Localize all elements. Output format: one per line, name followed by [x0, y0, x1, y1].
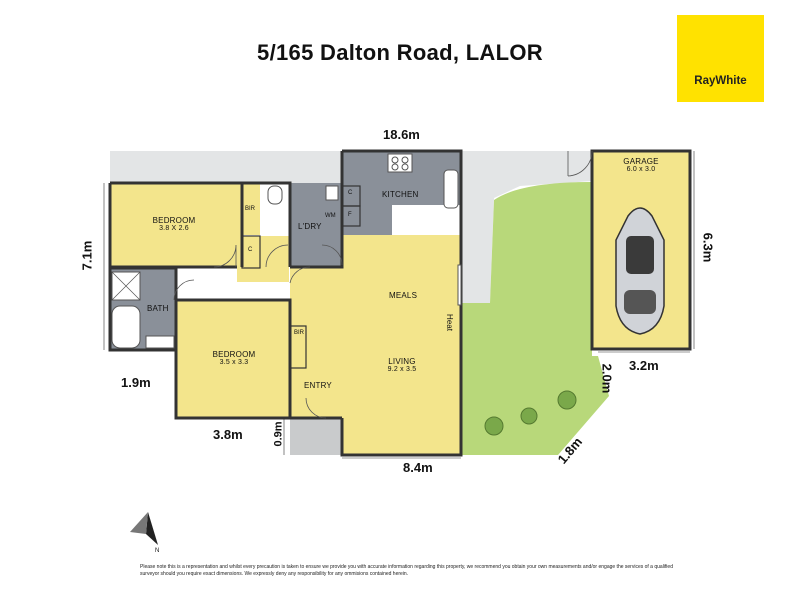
label-wm: WM — [325, 213, 336, 219]
laundry-tub — [325, 185, 339, 201]
compass-icon — [130, 512, 158, 545]
label-heat: Heat — [444, 314, 454, 331]
garage-door-swing — [567, 150, 593, 177]
room-garage-name: GARAGE — [623, 157, 659, 166]
bedroom2-floor — [176, 300, 290, 418]
label-fridge: F — [348, 212, 352, 218]
cooktop — [387, 153, 413, 173]
dimension-left-lower: 1.9m — [121, 375, 151, 390]
yard — [461, 182, 609, 455]
logo-text: RayWhite — [694, 75, 747, 87]
disclaimer: Please note this is a representation and… — [140, 564, 673, 577]
bush-icon — [557, 390, 577, 410]
room-living-name: LIVING — [388, 357, 416, 366]
car-icon — [615, 207, 665, 335]
room-bedroom1-size: 3.8 X 2.6 — [159, 225, 189, 232]
room-entry: ENTRY — [304, 381, 332, 390]
label-cupboard1: C — [248, 247, 253, 253]
label-bir2: BIR — [294, 330, 305, 336]
dimension-garage-width: 3.2m — [629, 358, 659, 373]
dimension-bottom-left: 3.8m — [213, 427, 243, 442]
room-meals: MEALS — [389, 291, 418, 300]
room-living-size: 9.2 x 3.5 — [387, 366, 417, 373]
driveway — [110, 151, 342, 183]
room-laundry: L'DRY — [298, 222, 322, 231]
dimension-yard-side: 2.0m — [599, 363, 615, 394]
room-bedroom1: BEDROOM 3.8 X 2.6 — [130, 216, 218, 232]
room-bedroom2-size: 3.5 x 3.3 — [219, 359, 249, 366]
kitchen-light — [392, 205, 461, 235]
bush-icon — [520, 407, 538, 425]
room-bath: BATH — [147, 304, 169, 313]
cupboard1-floor — [242, 236, 260, 268]
room-garage-size: 6.0 x 3.0 — [626, 166, 656, 173]
room-bedroom2: BEDROOM 3.5 x 3.3 — [190, 350, 278, 366]
dimension-top-width: 18.6m — [383, 127, 420, 142]
compass-label: N — [155, 548, 160, 554]
dimension-garage-height: 6.3m — [700, 232, 716, 263]
room-bedroom1-name: BEDROOM — [152, 216, 196, 225]
toilet — [267, 185, 283, 205]
dimension-bottom-mid: 8.4m — [403, 460, 433, 475]
bath-tub — [111, 305, 141, 349]
label-bir1: BIR — [245, 206, 256, 212]
page-title: 5/165 Dalton Road, LALOR — [257, 40, 543, 65]
bush-icon — [484, 416, 504, 436]
room-kitchen: KITCHEN — [382, 190, 419, 199]
living-floor — [290, 235, 461, 455]
dimension-entry-depth: 0.9m — [272, 421, 285, 447]
label-cupboard2: C — [348, 190, 353, 196]
sink — [443, 169, 459, 209]
dimension-left-height: 7.1m — [79, 240, 95, 271]
room-bedroom2-name: BEDROOM — [212, 350, 256, 359]
bir1-floor — [242, 183, 260, 235]
room-garage: GARAGE 6.0 x 3.0 — [606, 157, 676, 173]
porch — [290, 418, 342, 455]
room-living: LIVING 9.2 x 3.5 — [372, 357, 432, 373]
bedroom1-floor — [110, 183, 242, 267]
raywhite-logo: RayWhite — [677, 15, 764, 102]
side-paving — [461, 151, 592, 303]
vanity — [145, 335, 175, 349]
